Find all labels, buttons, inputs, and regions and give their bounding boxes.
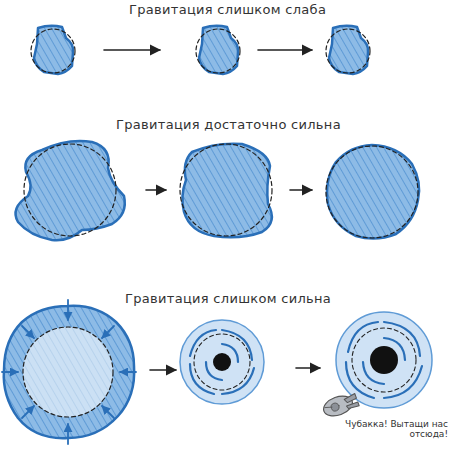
speech-note: Чубакка! Вытащи нас отсюда! bbox=[336, 419, 448, 440]
section-heading: Гравитация достаточно сильна bbox=[116, 117, 341, 132]
section-heading: Гравитация слишком сильна bbox=[125, 291, 331, 306]
falcon-ship bbox=[321, 391, 360, 420]
weak-blobs bbox=[31, 26, 370, 74]
section-heading: Гравитация слишком слаба bbox=[129, 2, 326, 17]
collapsing-blobs bbox=[16, 141, 420, 240]
